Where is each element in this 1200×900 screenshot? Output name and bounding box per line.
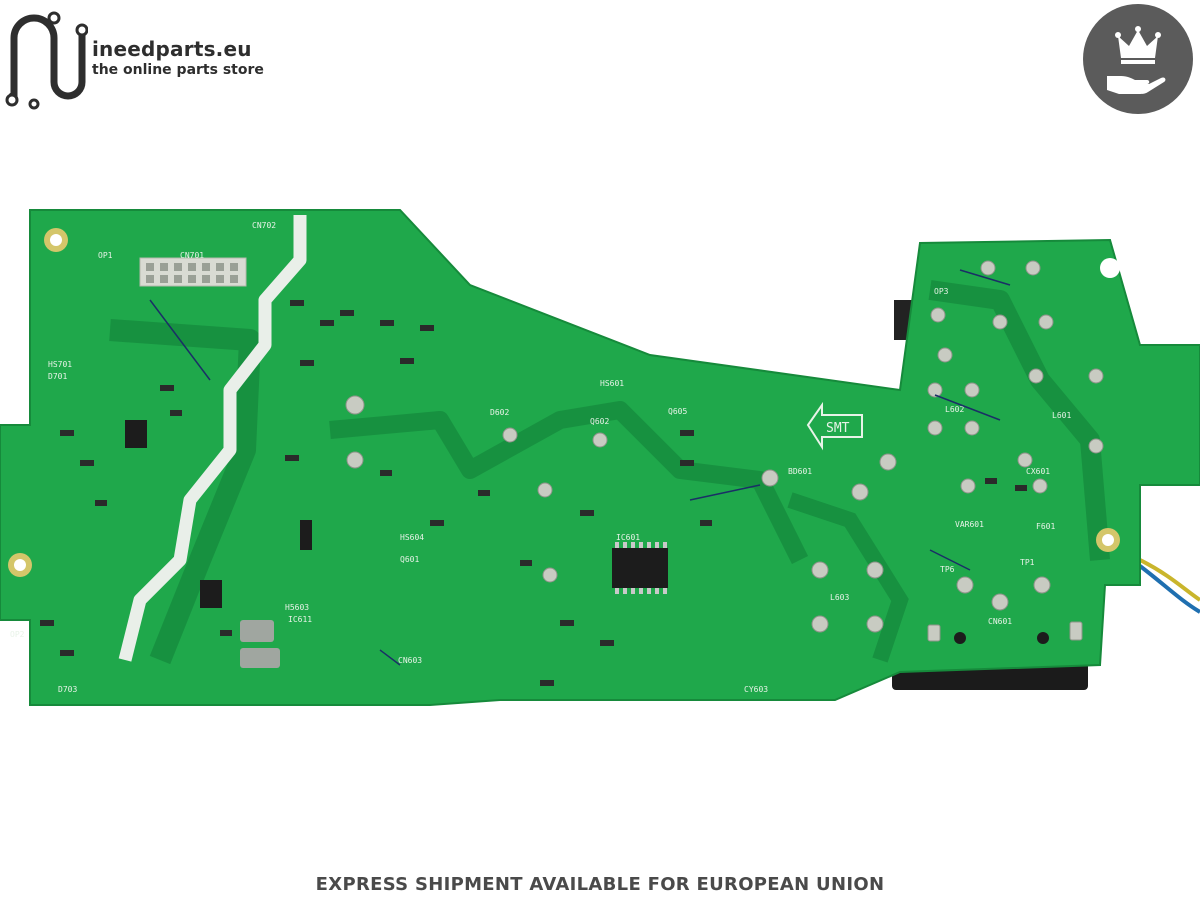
crown-hand-icon	[1107, 26, 1166, 94]
brand-name: ineedparts.eu	[92, 37, 252, 61]
svg-text:BD601: BD601	[788, 467, 812, 476]
svg-text:F601: F601	[1036, 522, 1055, 531]
svg-text:CX601: CX601	[1026, 467, 1050, 476]
brand-logo-block[interactable]: ineedparts.eu the online parts store	[4, 4, 304, 110]
svg-text:D703: D703	[58, 685, 77, 694]
brand-tagline: the online parts store	[92, 62, 264, 78]
svg-text:CN702: CN702	[252, 221, 276, 230]
shipping-banner: EXPRESS SHIPMENT AVAILABLE FOR EUROPEAN …	[315, 874, 885, 895]
svg-text:D602: D602	[490, 408, 509, 417]
svg-text:H5603: H5603	[285, 603, 309, 612]
svg-text:HS701: HS701	[48, 360, 72, 369]
svg-text:IC601: IC601	[616, 533, 640, 542]
svg-text:CN601: CN601	[988, 617, 1012, 626]
svg-text:Q605: Q605	[668, 407, 687, 416]
circuit-logo-icon	[5, 11, 88, 110]
svg-text:L603: L603	[830, 593, 849, 602]
svg-text:HS604: HS604	[400, 533, 424, 542]
svg-text:CY603: CY603	[744, 685, 768, 694]
svg-text:L601: L601	[1052, 411, 1071, 420]
svg-text:OP2: OP2	[10, 630, 25, 639]
svg-text:CN701: CN701	[180, 251, 204, 260]
svg-text:OP3: OP3	[934, 287, 949, 296]
svg-text:D701: D701	[48, 372, 67, 381]
svg-text:OP1: OP1	[98, 251, 113, 260]
svg-text:TP1: TP1	[1020, 558, 1035, 567]
svg-text:Q601: Q601	[400, 555, 419, 564]
svg-text:SMT: SMT	[826, 421, 850, 436]
svg-text:TP6: TP6	[940, 565, 955, 574]
svg-text:L602: L602	[945, 405, 964, 414]
svg-text:Q602: Q602	[590, 417, 609, 426]
svg-text:IC611: IC611	[288, 615, 312, 624]
svg-text:HS601: HS601	[600, 379, 624, 388]
svg-text:VAR601: VAR601	[955, 520, 984, 529]
premium-badge	[1083, 4, 1193, 114]
svg-text:CN603: CN603	[398, 656, 422, 665]
